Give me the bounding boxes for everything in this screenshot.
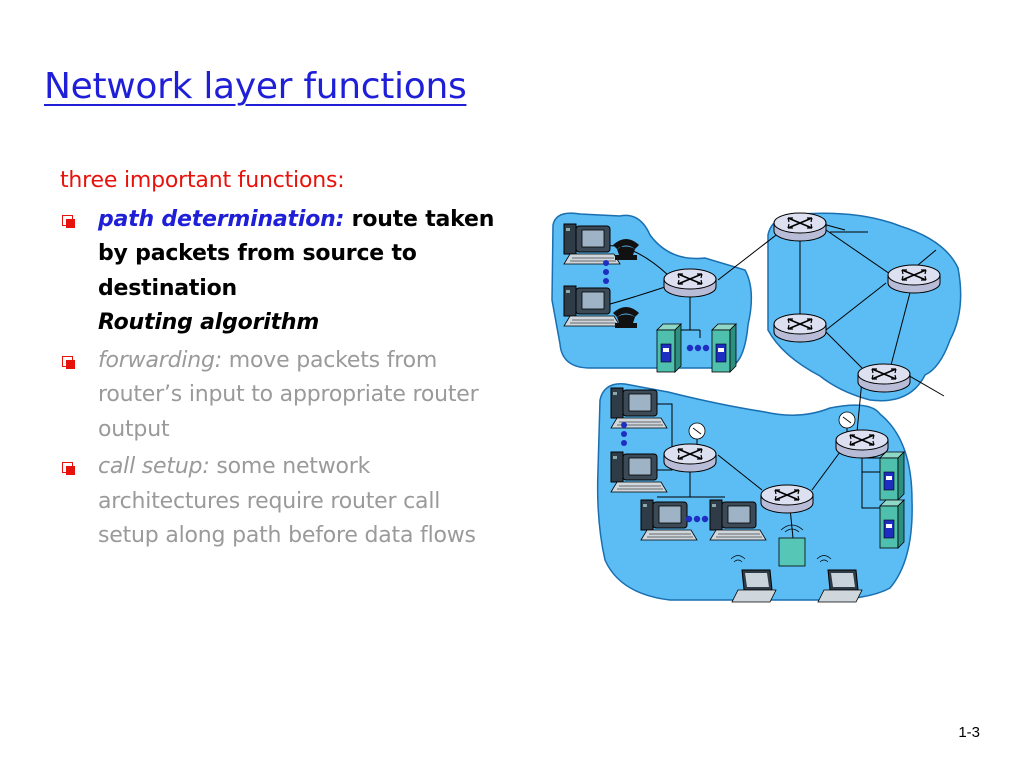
bullet-forwarding: forwarding: move packets from router’s i… <box>60 344 500 448</box>
ellipsis-dots <box>603 260 710 523</box>
bullet-text: some network architectures require route… <box>98 454 476 548</box>
satellite-dish-icon <box>688 411 856 440</box>
bullet-text: route taken by packets from source to de… <box>98 206 495 301</box>
wireless-access-point-icon <box>778 524 806 567</box>
bullet-box-icon <box>62 355 75 369</box>
bullet-term: forwarding: <box>98 347 222 373</box>
network-diagram <box>551 212 962 603</box>
bullet-extra: Routing algorithm <box>98 310 320 335</box>
bullet-list: path determination: route taken by packe… <box>60 203 500 554</box>
bullet-text: move packets from router’s input to appr… <box>98 347 479 442</box>
bullet-term: call setup: <box>98 454 210 479</box>
wireless-wave-icon <box>730 555 832 563</box>
slide-number: 1-3 <box>958 724 980 741</box>
bullet-term: path determination: <box>98 206 345 232</box>
network-cloud-right <box>767 212 962 402</box>
intro-text: three important functions: <box>60 168 345 193</box>
bullet-box-icon <box>62 214 75 228</box>
bullet-box-icon <box>62 462 75 475</box>
network-cloud-bottom <box>596 383 913 601</box>
slide-title: Network layer functions <box>44 66 467 107</box>
bullet-call-setup: call setup: some network architectures r… <box>60 450 500 554</box>
slide-content: three important functions: path determin… <box>60 164 500 557</box>
bullet-path-determination: path determination: route taken by packe… <box>60 203 500 341</box>
